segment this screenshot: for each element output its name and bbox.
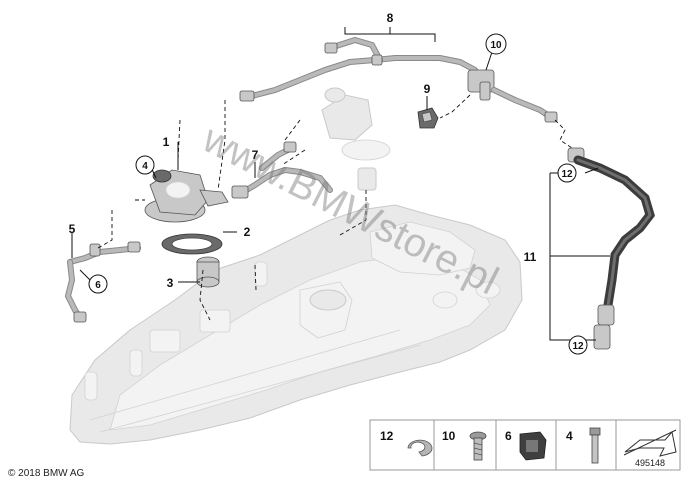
- legend-item-4-number: 4: [566, 429, 573, 443]
- seal-ring: [161, 233, 223, 255]
- callout-10: 10: [490, 40, 502, 51]
- legend-strip: 12 10 6 4 495148: [369, 419, 681, 471]
- pump-ghost: [321, 87, 391, 191]
- roller-tappet: [196, 256, 220, 288]
- callout-2: 2: [244, 225, 251, 239]
- callout-4-circle: 4: [135, 155, 155, 175]
- high-pressure-pump: [144, 169, 229, 223]
- callout-6: 6: [95, 280, 101, 291]
- assembly-lines: [97, 94, 573, 321]
- clip-ring-icon: [407, 439, 433, 457]
- screw-icon: [469, 431, 487, 461]
- callout-3: 3: [167, 276, 174, 290]
- legend-item-6-number: 6: [505, 429, 512, 443]
- callout-12-lower-circle: 12: [568, 335, 588, 355]
- callout-6-circle: 6: [88, 274, 108, 294]
- cylinder-head-cover: [69, 204, 523, 445]
- connector-assembly: [467, 69, 558, 123]
- arrow-icon: [623, 429, 677, 457]
- callout-7: 7: [252, 148, 259, 162]
- callout-12-upper-circle: 12: [557, 163, 577, 183]
- callout-9: 9: [424, 82, 431, 96]
- legend-item-10-number: 10: [442, 429, 456, 443]
- image-number: 495148: [635, 458, 665, 468]
- callout-5: 5: [69, 222, 76, 236]
- holder-icon: [519, 431, 547, 461]
- callout-12-upper: 12: [561, 169, 573, 180]
- callout-4: 4: [142, 161, 148, 172]
- clip-part: [417, 107, 439, 129]
- bolt-icon: [589, 427, 601, 464]
- callout-12-lower: 12: [572, 341, 584, 352]
- fuel-line-left: [64, 241, 141, 323]
- callout-1: 1: [163, 135, 170, 149]
- legend-item-12-number: 12: [380, 429, 394, 443]
- fuel-hose: [567, 147, 655, 350]
- callout-11: 11: [524, 250, 537, 264]
- fuel-line-upper: [239, 36, 478, 102]
- copyright: © 2018 BMW AG: [8, 468, 85, 479]
- callout-8: 8: [387, 11, 394, 25]
- fuel-line-middle: [231, 141, 333, 199]
- callout-10-circle: 10: [485, 33, 507, 55]
